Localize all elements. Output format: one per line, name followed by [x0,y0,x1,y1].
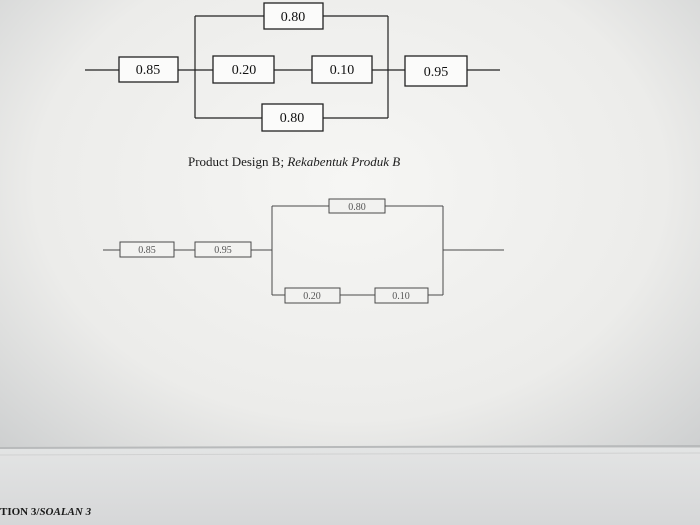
section-heading: TION 3/SOALAN 3 [0,506,91,518]
design-a-series-in-label: 0.85 [136,63,161,78]
component-box-a-080-top [263,2,324,30]
component-box-b-095 [194,241,252,258]
design-b-lower-left-label: 0.20 [303,291,321,302]
design-a-parallel-bottom-label: 0.80 [280,111,305,126]
component-box-b-020 [284,287,341,304]
component-box-b-010 [374,287,429,304]
section-heading-text: TION 3/ [0,506,40,518]
component-box-b-080 [328,198,386,214]
design-a-series-out-label: 0.95 [424,65,449,80]
design-b-series-1-label: 0.85 [138,245,156,256]
caption-italic-text: Rekabentuk Produk B [287,154,401,169]
component-box-b-085 [119,241,175,258]
design-a-middle-left-label: 0.20 [232,63,257,78]
section-heading-italic: SOALAN 3 [39,506,92,518]
component-box-a-010 [311,55,373,84]
design-a-middle-right-label: 0.10 [330,63,355,78]
component-box-a-095 [404,55,468,87]
design-b-series-2-label: 0.95 [214,245,232,256]
component-box-a-020 [212,55,275,84]
design-b-wires [103,205,504,296]
design-b-lower-right-label: 0.10 [392,291,410,302]
caption-text: Product Design B; [188,154,288,169]
design-a-parallel-top-label: 0.80 [281,10,306,25]
component-box-a-085 [118,56,179,83]
design-b-caption: Product Design B; Rekabentuk Produk B [188,154,400,170]
component-box-a-080-bottom [261,103,324,132]
design-b-parallel-top-label: 0.80 [348,202,366,213]
design-a-wires [85,15,500,119]
